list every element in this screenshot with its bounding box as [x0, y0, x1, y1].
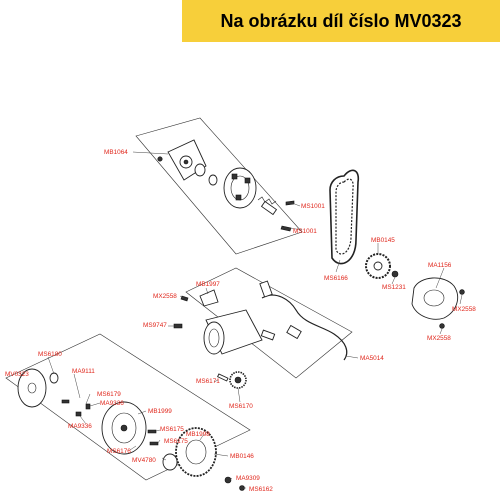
shaft [260, 200, 278, 216]
label-ma1156: MA1156 [428, 262, 452, 269]
label-ms6162: MS6162 [249, 486, 273, 493]
right-cover [411, 277, 465, 329]
cover-bolt [439, 323, 445, 329]
chain-outer [329, 169, 360, 265]
bearing [162, 453, 178, 471]
leader-lines [17, 151, 463, 489]
cable-terminal [259, 280, 273, 298]
small-bolt [157, 156, 163, 162]
clutch-housing-inner [111, 412, 137, 444]
cover-plate [411, 277, 458, 320]
disc-mv0323-inner [27, 382, 37, 394]
starter-shaft [260, 329, 276, 341]
screw [173, 323, 183, 329]
washer [208, 174, 218, 186]
key [61, 399, 70, 404]
label-mx2558-bottom: MX2558 [427, 335, 451, 342]
nut [239, 485, 245, 491]
spring [257, 196, 277, 205]
label-ms6175-lower: MS6175 [164, 438, 188, 445]
drive-chain [329, 169, 360, 265]
clutch-hub [120, 424, 128, 432]
screw [147, 429, 157, 434]
label-mx2558-left: MX2558 [153, 293, 177, 300]
pinion-hub [234, 376, 242, 384]
label-mx2558-right: MX2558 [452, 306, 476, 313]
starter-frame [185, 267, 353, 379]
disc-mv0323 [17, 368, 47, 408]
hub-bolt [183, 159, 189, 165]
label-ma9336-lower: MA9336 [68, 423, 92, 430]
label-ms6171: MS6171 [196, 378, 220, 385]
clip [85, 403, 91, 410]
pin [217, 373, 229, 382]
label-ma9336-upper: MA9336 [100, 400, 124, 407]
bracket [199, 289, 219, 307]
variator-roller [244, 177, 251, 184]
sprocket-nut [391, 270, 399, 278]
chain-inner [335, 178, 354, 255]
label-ms6180: MS6180 [38, 351, 62, 358]
label-ms1001-lower: MS1001 [293, 228, 317, 235]
upper-assembly-frame [135, 117, 303, 255]
cable-connector [286, 324, 302, 340]
lower-assembly-frame [5, 333, 251, 481]
upper-assembly [135, 117, 303, 255]
screw [285, 200, 295, 206]
screw [280, 225, 292, 232]
label-ms6166: MS6166 [324, 275, 348, 282]
variator-roller [231, 173, 238, 180]
screw [149, 441, 159, 446]
label-mb0146: MB0146 [230, 453, 254, 460]
cover-plate-center [423, 289, 445, 307]
label-ms6179: MS6179 [97, 391, 121, 398]
label-ms6175-upper: MS6175 [160, 426, 184, 433]
flywheel-gear-inner [185, 439, 207, 465]
label-ms1001-upper: MS1001 [301, 203, 325, 210]
label-ma9111: MA9111 [72, 368, 95, 375]
label-ms6170: MS6170 [229, 403, 253, 410]
label-ms1231: MS1231 [382, 284, 406, 291]
seal [49, 372, 59, 384]
starter-motor-end-inner [208, 328, 220, 348]
header-banner: Na obrázku díl číslo MV0323 [182, 0, 500, 42]
label-mb1999: MB1999 [148, 408, 172, 415]
label-ma5014: MA5014 [360, 355, 384, 362]
label-mb1064: MB1064 [104, 149, 128, 156]
label-mb0145: MB0145 [371, 237, 395, 244]
starter-cable [261, 294, 348, 361]
washer [194, 163, 206, 177]
starter-motor-end [203, 321, 225, 355]
starter-assembly [173, 267, 353, 389]
label-mb1997: MB1997 [196, 281, 220, 288]
part-number-title: Na obrázku díl číslo MV0323 [220, 11, 462, 31]
label-mb1998: MB1998 [186, 431, 210, 438]
sprocket-hub [373, 261, 383, 271]
label-ma9309: MA9309 [236, 475, 260, 482]
label-mv0323: MV0323 [5, 371, 29, 378]
clip [75, 411, 82, 417]
label-ms6176: MS6176 [107, 448, 131, 455]
cover-bolt [459, 289, 465, 295]
label-ms9747: MS9747 [143, 322, 167, 329]
variator-roller [235, 194, 242, 201]
label-mv4780: MV4780 [132, 457, 156, 464]
bolt [224, 476, 232, 484]
flywheel-gear [175, 427, 217, 477]
part-labels: MB1064 MS1001 MS1001 MB0145 MA1156 MS616… [5, 149, 476, 493]
sprocket [365, 253, 399, 279]
lower-assembly [5, 333, 251, 491]
variator-plate [223, 167, 257, 209]
